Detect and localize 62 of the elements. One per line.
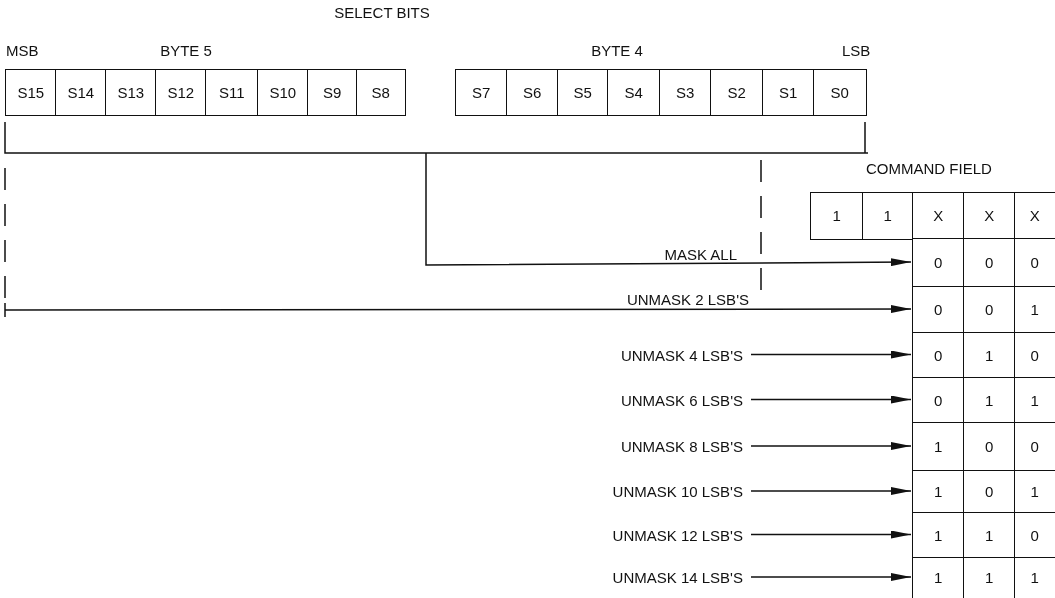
- arrow: [750, 487, 912, 495]
- bit-cell: S14: [55, 69, 107, 116]
- table-cell: 0: [963, 422, 1016, 472]
- arrow: [750, 530, 912, 539]
- table-cell: 0: [963, 470, 1016, 514]
- caption-label: MSB: [6, 42, 39, 59]
- edge-label: UNMASK 2 LSB'S: [625, 291, 750, 308]
- table-cell: 1: [1014, 377, 1055, 424]
- table-cell: 0: [963, 286, 1016, 334]
- table-cell: 1: [912, 512, 965, 559]
- table-cell: 1: [1014, 557, 1055, 598]
- command-field-cell: X: [1014, 192, 1055, 240]
- table-cell: 0: [912, 377, 965, 424]
- command-field-cell: X: [963, 192, 1016, 240]
- command-field-cell: X: [912, 192, 965, 240]
- table-cell: 0: [1014, 332, 1055, 379]
- caption-label: BYTE 5: [160, 42, 212, 59]
- bit-cell: S4: [607, 69, 661, 116]
- table-cell: 0: [912, 238, 965, 288]
- table-cell: 1: [963, 512, 1016, 559]
- caption-label: SELECT BITS: [334, 4, 430, 21]
- bit-cell: S2: [710, 69, 764, 116]
- bit-cell: S12: [155, 69, 207, 116]
- command-field-cell: 1: [810, 192, 864, 240]
- table-cell: 1: [912, 557, 965, 598]
- bracket: [4, 121, 869, 154]
- bit-cell: S15: [5, 69, 57, 116]
- table-cell: 1: [1014, 286, 1055, 334]
- table-cell: 1: [963, 377, 1016, 424]
- arrow: [750, 573, 912, 581]
- caption-label: COMMAND FIELD: [866, 160, 992, 177]
- table-cell: 1: [1014, 470, 1055, 514]
- edge-label: MASK ALL: [663, 246, 738, 263]
- arrow: [425, 152, 912, 267]
- bit-cell: S9: [307, 69, 358, 116]
- arrow: [4, 302, 912, 318]
- bit-cell: S5: [557, 69, 609, 116]
- caption-label: BYTE 4: [591, 42, 643, 59]
- bit-cell: S13: [105, 69, 157, 116]
- caption-label: LSB: [842, 42, 871, 59]
- arrow: [750, 395, 912, 404]
- table-cell: 0: [1014, 238, 1055, 288]
- bit-cell: S1: [762, 69, 815, 116]
- table-cell: 0: [1014, 422, 1055, 472]
- table-cell: 1: [912, 422, 965, 472]
- table-cell: 1: [912, 470, 965, 514]
- bit-cell: S10: [257, 69, 309, 116]
- command-field-cell: 1: [862, 192, 914, 240]
- bit-cell: S0: [813, 69, 867, 116]
- arrow: [750, 350, 912, 359]
- table-cell: 1: [963, 332, 1016, 379]
- bit-cell: S6: [506, 69, 559, 116]
- bit-cell: S8: [356, 69, 406, 116]
- table-cell: 1: [963, 557, 1016, 598]
- arrow: [750, 442, 912, 450]
- bit-cell: S11: [205, 69, 259, 116]
- bit-cell: S3: [659, 69, 712, 116]
- table-cell: 0: [912, 332, 965, 379]
- table-cell: 0: [963, 238, 1016, 288]
- bit-cell: S7: [455, 69, 508, 116]
- table-cell: 0: [1014, 512, 1055, 559]
- table-cell: 0: [912, 286, 965, 334]
